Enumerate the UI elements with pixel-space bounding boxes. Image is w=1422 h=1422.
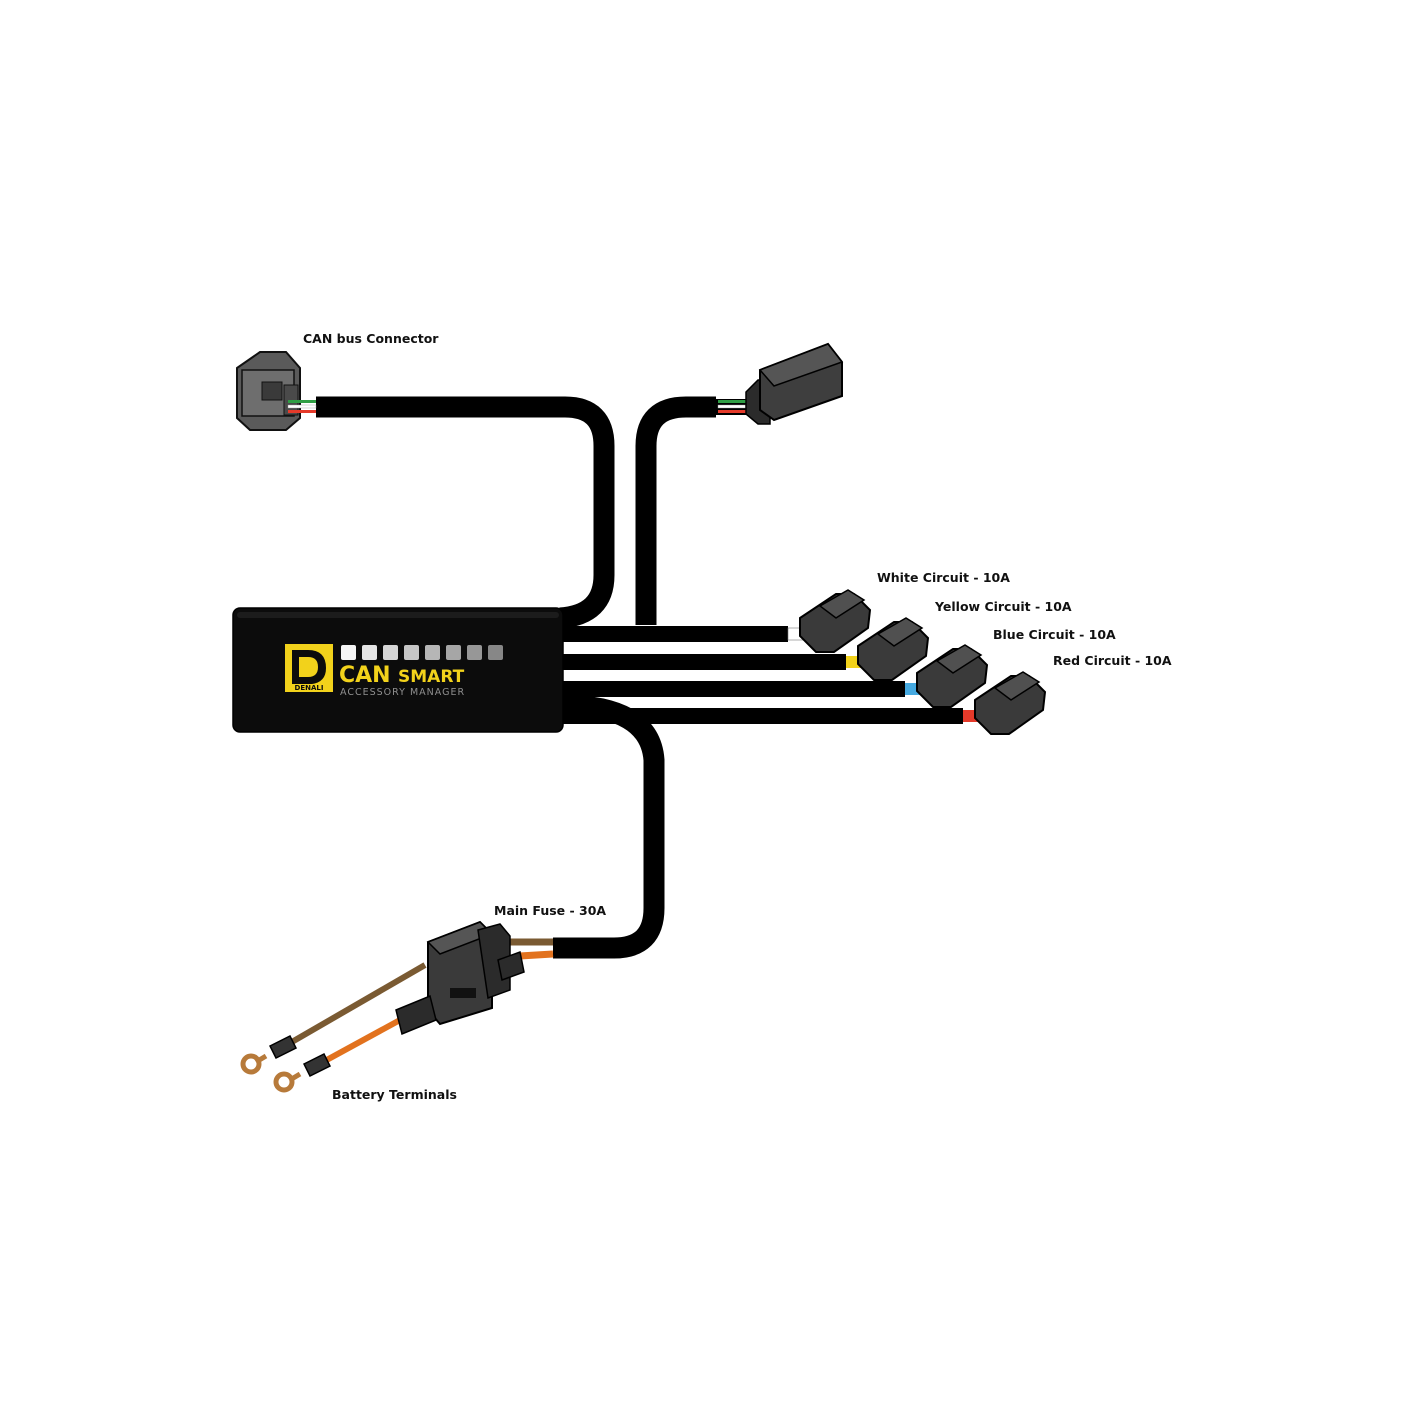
label-red-circuit: Red Circuit - 10A <box>1053 653 1172 668</box>
status-indicators <box>341 645 503 660</box>
status-indicator-light <box>404 645 419 660</box>
status-indicator-light <box>425 645 440 660</box>
status-indicator-light <box>467 645 482 660</box>
label-battery-terminals: Battery Terminals <box>332 1087 457 1102</box>
label-blue-circuit: Blue Circuit - 10A <box>993 627 1116 642</box>
can-bus-cable <box>316 396 615 629</box>
label-can-bus-connector: CAN bus Connector <box>303 331 439 346</box>
cansmart-module: DENALI CAN SMART ACCESSORY MANAGER <box>232 607 564 733</box>
denali-logo: DENALI <box>285 644 333 692</box>
white-circuit-connector <box>787 589 872 653</box>
battery-terminal-orange <box>273 1052 332 1093</box>
label-white-circuit: White Circuit - 10A <box>877 570 1010 585</box>
status-indicator-light <box>446 645 461 660</box>
module-subtitle: ACCESSORY MANAGER <box>340 687 465 698</box>
harness-cables <box>316 396 963 959</box>
red-circuit-connector <box>963 671 1047 735</box>
accessory-connector-cable <box>635 396 716 625</box>
label-yellow-circuit: Yellow Circuit - 10A <box>934 599 1072 614</box>
yellow-circuit-connector <box>846 617 930 681</box>
label-main-fuse: Main Fuse - 30A <box>494 903 606 918</box>
accessory-connector <box>716 342 844 425</box>
main-fuse-holder <box>395 920 525 1036</box>
status-indicator-light <box>341 645 356 660</box>
status-indicator-light <box>488 645 503 660</box>
status-indicator-light <box>383 645 398 660</box>
can-bus-connector <box>236 351 317 431</box>
logo-text: DENALI <box>295 684 324 692</box>
status-indicator-light <box>362 645 377 660</box>
blue-circuit-connector <box>905 644 989 708</box>
brand-can: CAN <box>339 663 391 688</box>
brand-smart: SMART <box>398 667 465 687</box>
power-cable <box>553 694 665 959</box>
battery-terminal-brown <box>240 1034 298 1075</box>
